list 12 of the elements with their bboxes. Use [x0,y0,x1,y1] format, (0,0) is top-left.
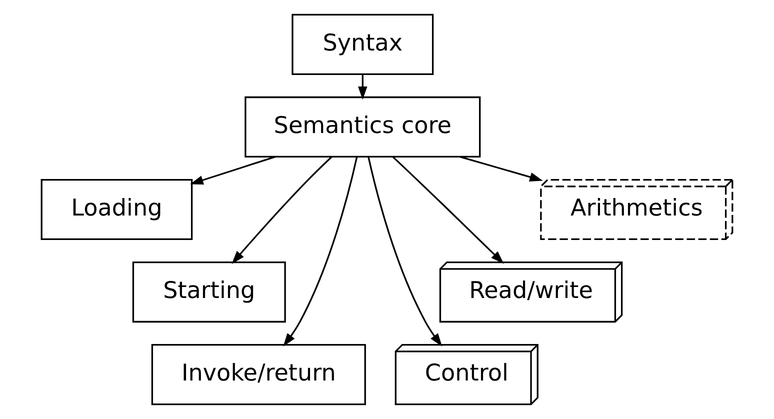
arrow [283,156,358,346]
node-box: Loading [40,178,193,240]
node-box: Syntax [292,14,434,75]
node-box: Starting [132,262,286,323]
node-box: Invoke/return [151,344,366,406]
arrow [460,156,543,182]
arrow [190,156,276,185]
arrow [358,74,368,100]
arrow [232,156,332,264]
arrow [368,156,442,346]
node-box: Semantics core [244,96,481,158]
arrow [392,156,504,264]
